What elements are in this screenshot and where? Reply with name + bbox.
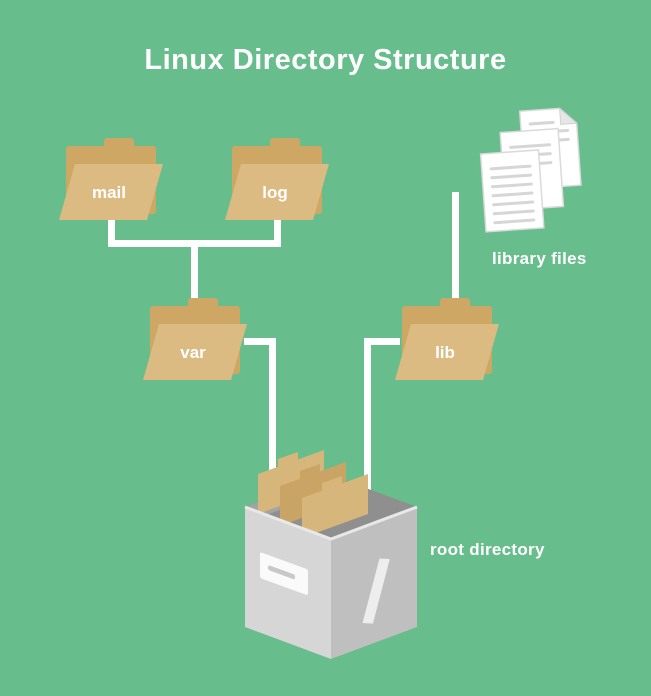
connector-var-root-horizontal — [244, 338, 276, 345]
node-library-files — [478, 106, 600, 238]
root-directory-label: root directory — [430, 540, 545, 559]
root-box-icon: / — [244, 450, 418, 659]
folder-icon: mail — [59, 138, 163, 220]
library-files-label: library files — [492, 249, 587, 268]
node-lib-folder: lib — [394, 292, 502, 382]
connector-lib-root-vertical — [364, 338, 371, 510]
folder-label: log — [262, 183, 288, 202]
node-log-folder: log — [224, 132, 332, 222]
folder-icon: log — [225, 138, 329, 220]
connector-drop-to-var — [191, 240, 198, 312]
connector-log-var-vertical — [274, 212, 281, 247]
connector-lib-root-horizontal — [364, 338, 400, 345]
node-root-directory: / — [230, 436, 432, 668]
folder-icon: lib — [395, 298, 499, 380]
folder-label: mail — [92, 183, 126, 202]
folder-label: lib — [435, 343, 455, 362]
box-label-sticker — [260, 552, 308, 595]
hanging-folders-icon — [258, 450, 368, 538]
node-mail-folder: mail — [58, 132, 166, 222]
connector-mail-var-vertical — [108, 212, 115, 247]
documents-icon — [479, 107, 582, 233]
folder-icon: var — [143, 298, 247, 380]
folder-label: var — [180, 343, 206, 362]
connector-libraryfiles-lib — [452, 192, 459, 308]
node-var-folder: var — [142, 292, 250, 382]
connector-var-root-vertical — [269, 338, 276, 515]
page-title: Linux Directory Structure — [144, 44, 507, 76]
